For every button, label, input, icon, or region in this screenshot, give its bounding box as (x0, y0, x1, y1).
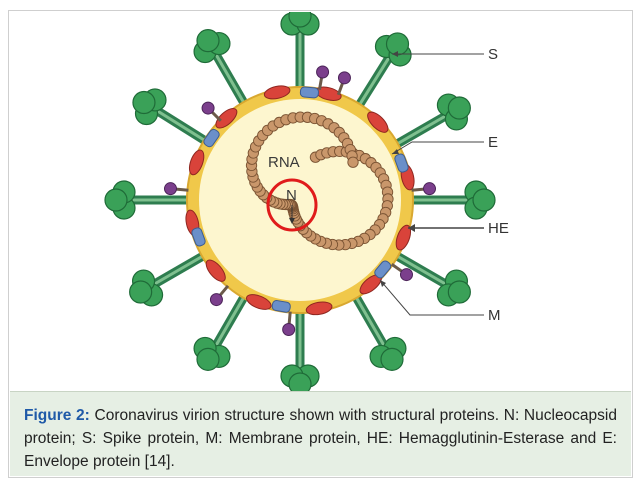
he-protein (337, 71, 351, 85)
e-protein (203, 128, 220, 148)
spike-head-lobe (288, 372, 312, 392)
spike-stalk-highlight (156, 109, 210, 145)
spike-layer (104, 12, 496, 392)
e-protein (394, 153, 409, 173)
spike-leader-arrow (392, 51, 398, 57)
spike-stalk-highlight (392, 252, 447, 286)
rna-bead (347, 156, 359, 168)
m-protein (367, 111, 389, 133)
e-protein (299, 86, 319, 99)
m-protein (205, 259, 226, 282)
membrane-leader-arrow (380, 280, 386, 287)
figure-frame: RNA N S E HE M Figure 2: Coronavirus vir… (8, 10, 633, 478)
spike-head-lobe (288, 12, 312, 28)
rna-nucleocapsid-layer (245, 111, 394, 251)
e-protein (374, 260, 392, 279)
m-protein (215, 107, 238, 129)
m-protein (263, 85, 291, 100)
spike-stalk-highlight (214, 53, 248, 108)
he-label: HE (488, 220, 509, 237)
spike-head-lobe (447, 280, 471, 304)
envelope-leader-arrow (392, 149, 399, 154)
e-protein (271, 300, 291, 313)
e-protein (191, 227, 206, 247)
he-leader-arrow (408, 224, 415, 232)
caption-text: Coronavirus virion structure shown with … (24, 407, 617, 470)
m-protein (188, 149, 205, 176)
spike-head-lobe (104, 188, 128, 212)
envelope-leader-line (391, 141, 484, 155)
figure-caption: Figure 2: Coronavirus virion structure s… (10, 391, 631, 476)
spike-stalk-highlight (355, 56, 391, 110)
spike-stalk-highlight (214, 292, 248, 347)
virion-svg: RNA N S E HE M (104, 12, 509, 392)
spike-stalk-highlight (153, 252, 208, 286)
spike-stalk-highlight (352, 292, 386, 347)
membrane-protein-layer (163, 65, 437, 337)
m-protein (305, 301, 333, 316)
spike-head-lobe (132, 90, 156, 115)
caption-figure-label: Figure 2: (24, 407, 90, 424)
nucleocapsid-arrowhead (289, 218, 295, 224)
he-protein (201, 101, 215, 115)
he-protein (163, 182, 177, 196)
m-protein (395, 224, 412, 251)
envelope-label: E (488, 134, 498, 151)
nucleocapsid-label: N (286, 187, 297, 204)
he-protein (282, 323, 296, 337)
spike-head-lobe (447, 96, 471, 120)
spike-head-lobe (472, 188, 496, 212)
spike-head-lobe (129, 280, 153, 304)
spike-head-lobe (196, 29, 220, 53)
he-protein (399, 268, 413, 282)
membrane-leader-line (379, 279, 484, 316)
spike-label: S (488, 46, 498, 63)
he-protein (209, 293, 223, 307)
membrane-label: M (488, 307, 501, 324)
spike-head-lobe (380, 347, 404, 371)
virion-interior (199, 99, 401, 301)
m-protein (246, 294, 272, 310)
he-protein (423, 182, 437, 196)
spike-stalk-highlight (392, 114, 447, 148)
he-protein (316, 65, 330, 79)
spike-head-lobe (196, 347, 220, 371)
nucleocapsid-highlight-circle (266, 178, 318, 232)
virion-diagram: RNA N S E HE M (10, 12, 631, 392)
rna-label: RNA (268, 154, 300, 171)
